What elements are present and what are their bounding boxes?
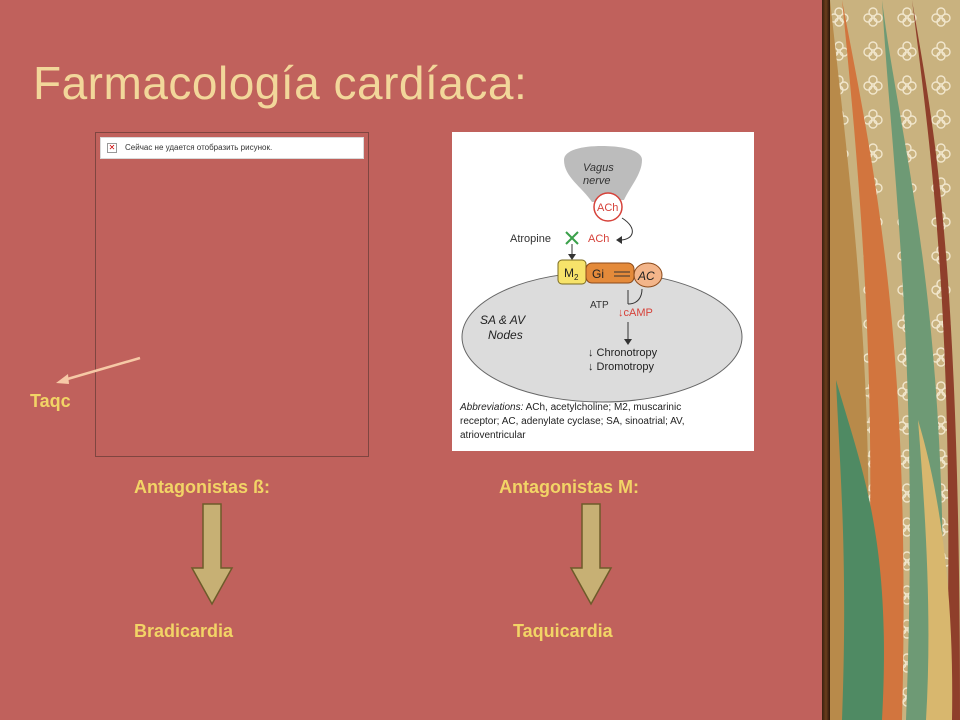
- abbrev-title: Abbreviations:: [459, 402, 524, 413]
- vagus-label-2: nerve: [583, 175, 611, 187]
- muscarinic-antagonists-heading: Antagonistas M:: [499, 477, 640, 497]
- svg-text:Abbreviations: ACh, acetylchol: Abbreviations: ACh, acetylcholine; M2, m…: [459, 402, 681, 413]
- taqc-label: Taqc: [30, 391, 71, 411]
- ach-circle-label: ACh: [597, 202, 618, 214]
- pointer-arrow: [56, 356, 141, 384]
- abbrev-line-1: ACh, acetylcholine; M2, muscarinic: [523, 402, 681, 413]
- bradicardia-label: Bradicardia: [134, 621, 234, 641]
- beta-antagonists-heading: Antagonistas ß:: [134, 477, 271, 497]
- ac-enzyme: [633, 262, 663, 288]
- placeholder-message: Сейчас не удается отобразить рисунок.: [125, 143, 273, 152]
- nodes-label-1: SA & AV: [480, 313, 526, 327]
- atropine-label: Atropine: [510, 233, 551, 245]
- down-arrow-icon: [569, 503, 613, 606]
- slide-title: Farmacología cardíaca:: [33, 57, 528, 109]
- m2-sub: 2: [574, 273, 579, 282]
- broken-image-icon: ✕: [107, 143, 117, 153]
- vagus-nerve-shape: [564, 146, 642, 202]
- image-placeholder: ✕ Сейчас не удается отобразить рисунок.: [95, 132, 369, 457]
- ach-vesicle: [593, 192, 623, 222]
- dromotropy-label: ↓ Dromotropy: [588, 361, 655, 373]
- vagus-label-1: Vagus: [583, 162, 614, 174]
- gi-label: Gi: [592, 267, 604, 281]
- ach-arrow-label: ACh: [588, 233, 609, 245]
- down-arrow-icon: [190, 503, 234, 606]
- nodes-label-2: Nodes: [488, 328, 523, 342]
- m2-label: M: [564, 266, 574, 280]
- decorative-border: [822, 0, 960, 720]
- taquicardia-label: Taquicardia: [513, 621, 613, 641]
- atp-label: ATP: [590, 300, 609, 311]
- abbrev-line-2: receptor; AC, adenylate cyclase; SA, sin…: [460, 416, 685, 427]
- vagus-diagram: Vagus nerve ACh ACh Atropine M 2 Gi: [452, 132, 754, 451]
- placeholder-bar: ✕ Сейчас не удается отобразить рисунок.: [100, 137, 364, 159]
- camp-label: ↓cAMP: [618, 307, 653, 319]
- abbrev-line-3: atrioventricular: [460, 430, 526, 441]
- chronotropy-label: ↓ Chronotropy: [588, 347, 658, 359]
- ac-label: AC: [637, 269, 655, 283]
